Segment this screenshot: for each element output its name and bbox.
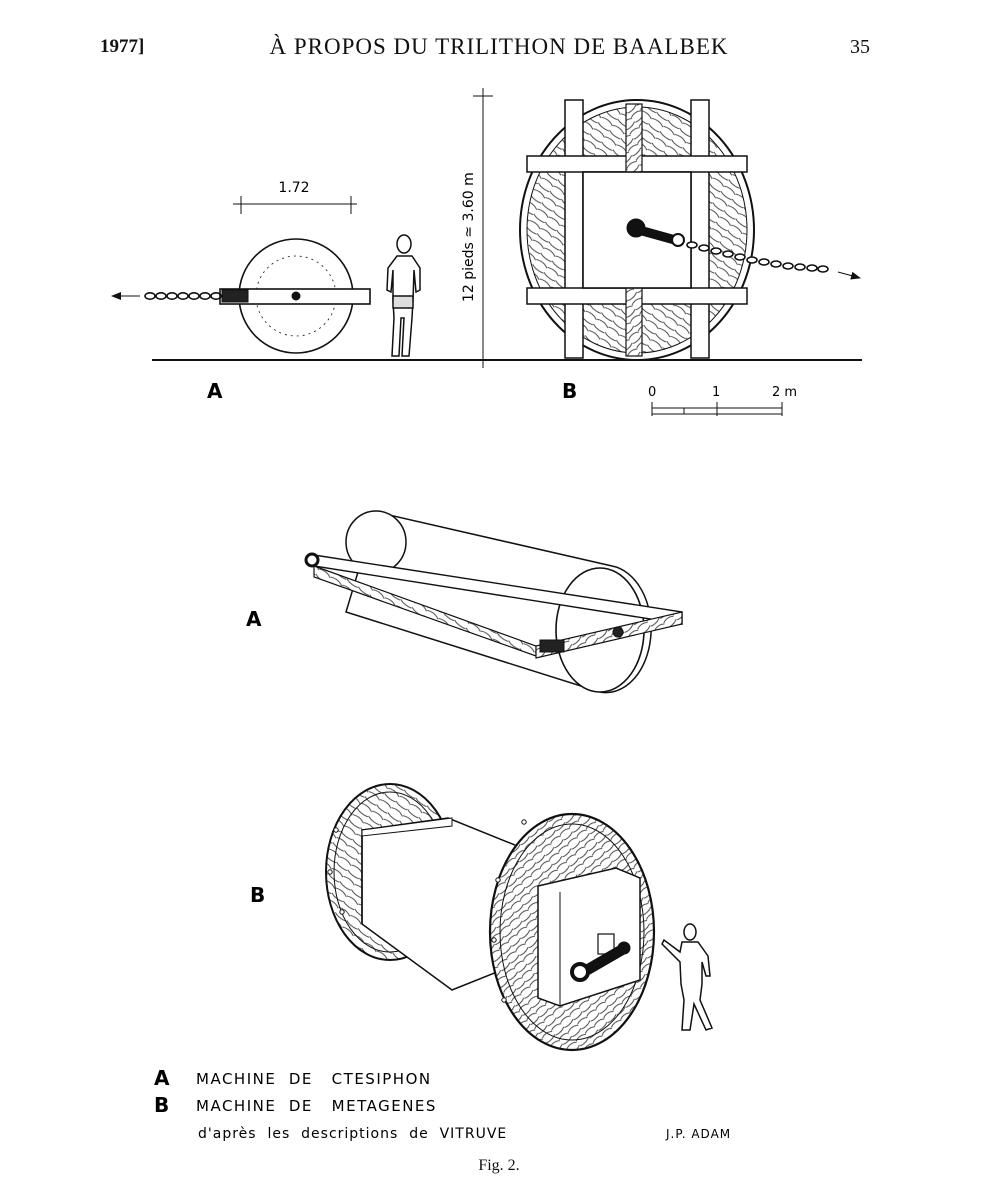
legend-a-text: MACHINE DE CTESIPHON	[196, 1070, 432, 1088]
machine-b-perspective	[325, 783, 714, 1052]
author-credit: J.P. ADAM	[665, 1127, 731, 1141]
scale-label-0: 0	[648, 385, 656, 400]
human-figure-top	[386, 234, 421, 357]
legend-source: d'après les descriptions de VITRUVE	[198, 1126, 507, 1142]
header-year: 1977]	[100, 36, 145, 57]
header-page-number: 35	[850, 36, 870, 58]
header-title: À PROPOS DU TRILITHON DE BAALBEK	[269, 34, 729, 59]
legend: A MACHINE DE CTESIPHON B MACHINE DE META…	[154, 1066, 731, 1142]
machine-a-perspective	[304, 510, 683, 694]
page-header: 1977] À PROPOS DU TRILITHON DE BAALBEK 3…	[0, 34, 998, 66]
scale-label-1: 1	[712, 385, 720, 400]
human-figure-bottom	[661, 923, 714, 1031]
label-low-b: B	[250, 883, 265, 907]
label-top-a: A	[207, 379, 223, 403]
legend-b-text: MACHINE DE METAGENES	[196, 1097, 437, 1115]
elevation-drawing	[111, 88, 862, 416]
legend-b-letter: B	[154, 1093, 169, 1117]
scale-label-2m: 2 m	[772, 385, 797, 400]
legend-a-letter: A	[154, 1066, 170, 1090]
figure-caption: Fig. 2.	[478, 1157, 520, 1174]
label-top-b: B	[562, 379, 577, 403]
width-dimension-label: 1.72	[278, 180, 309, 196]
height-dimension-label: 12 pieds ≃ 3.60 m	[461, 172, 477, 302]
label-mid-a: A	[246, 607, 262, 631]
